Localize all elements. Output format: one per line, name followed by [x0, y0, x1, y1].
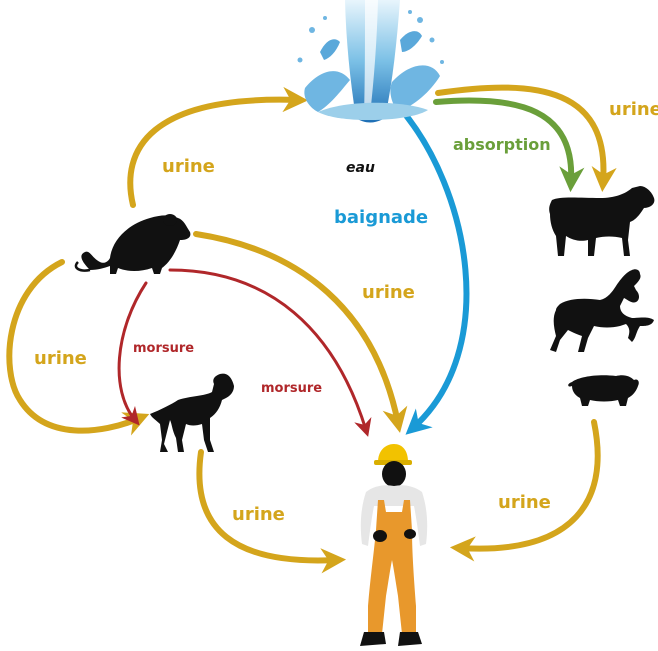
- horse-icon: [550, 269, 654, 352]
- cow-icon: [549, 186, 655, 256]
- label-urine-dog-worker: urine: [232, 504, 285, 525]
- arrow-urine-water-cow: [435, 84, 617, 193]
- label-morsure-rat-dog: morsure: [133, 341, 194, 356]
- arrow-urine-livestock-worker: [449, 419, 601, 562]
- pig-icon: [568, 375, 639, 406]
- label-urine-rat-worker: urine: [362, 282, 415, 303]
- label-urine-livestock-worker: urine: [498, 492, 551, 513]
- label-morsure-rat-worker: morsure: [261, 381, 322, 396]
- water-splash-icon: [297, 0, 444, 123]
- arrow-urine-dog-worker: [196, 449, 347, 574]
- arrow-absorption-water-cow: [433, 97, 585, 193]
- arrow-morsure-rat-dog: [117, 281, 148, 426]
- worker-icon: [360, 444, 428, 646]
- rat-icon: [74, 214, 191, 274]
- label-urine-rat-water: urine: [162, 156, 215, 177]
- labels: eau baignade absorption urine urine urin…: [34, 99, 658, 525]
- arrow-urine-rat-dog: [6, 259, 150, 436]
- arrow-urine-rat-water: [127, 86, 309, 208]
- label-baignade: baignade: [334, 207, 428, 228]
- arrow-urine-rat-worker: [193, 231, 408, 433]
- dog-icon: [150, 373, 234, 452]
- arrow-morsure-rat-worker: [168, 268, 372, 437]
- label-absorption: absorption: [453, 135, 551, 154]
- label-urine-water-cow: urine: [609, 99, 658, 120]
- label-eau: eau: [346, 160, 375, 176]
- arrow-baignade-water-worker: [397, 105, 470, 435]
- arrows: [6, 84, 617, 574]
- label-urine-rat-dog: urine: [34, 348, 87, 369]
